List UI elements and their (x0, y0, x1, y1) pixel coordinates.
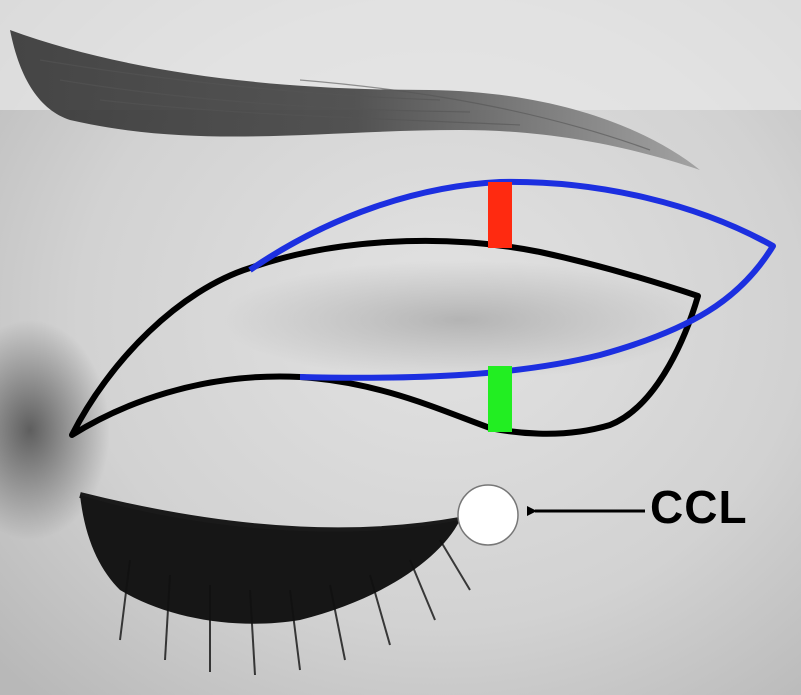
ccl-dot (458, 485, 518, 545)
green-marker (488, 366, 512, 432)
ccl-label: CCL (650, 484, 748, 530)
red-marker (488, 182, 512, 248)
lid-crease-shadow (220, 260, 700, 380)
